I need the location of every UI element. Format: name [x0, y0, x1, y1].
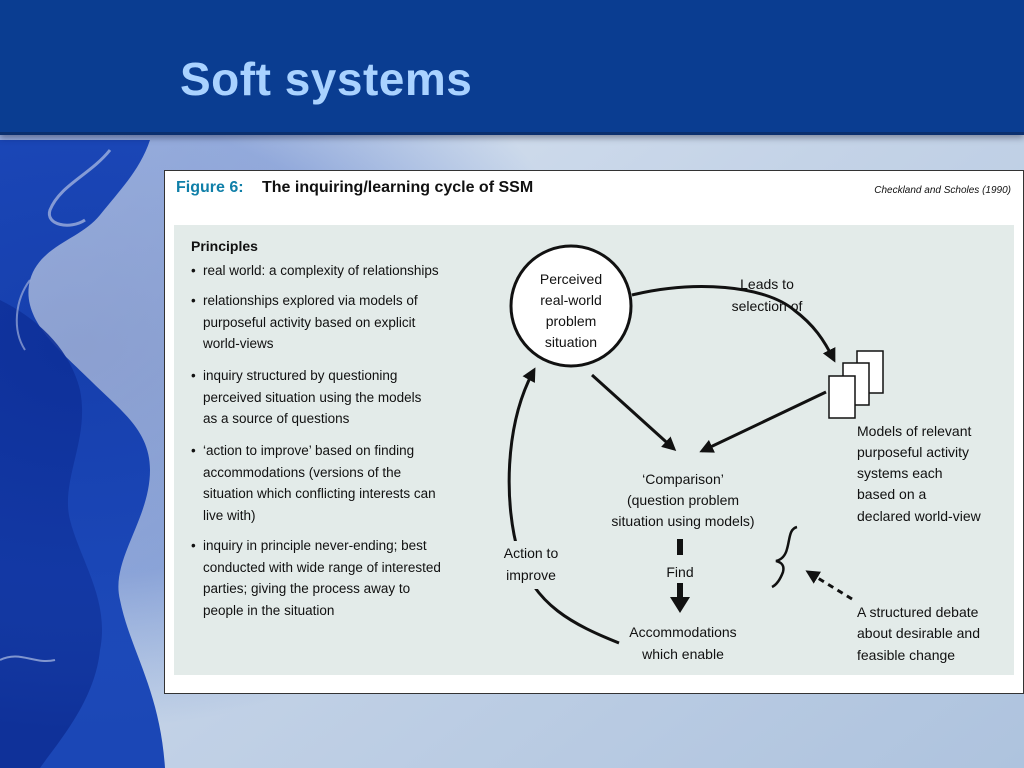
perceived-situation-circle — [509, 244, 633, 368]
figure-body: Principles • real world: a complexity of… — [174, 225, 1014, 675]
principle-line: conducted with wide range of interested — [203, 559, 441, 575]
bullet-mark: • — [191, 538, 196, 553]
principle-line: perceived situation using the models — [203, 389, 422, 405]
principle-item: • relationships explored via models of p… — [191, 290, 481, 355]
principle-line: inquiry structured by questioning — [203, 368, 398, 383]
principle-line: purposeful activity based on explicit — [203, 314, 416, 330]
models-label-line: purposeful activity — [857, 444, 969, 460]
models-label-line: systems each — [857, 465, 943, 481]
find-label: Find — [666, 564, 693, 580]
principle-line: parties; giving the process away to — [203, 581, 411, 596]
figure-header: Figure 6: The inquiring/learning cycle o… — [165, 171, 1023, 223]
comparison-label-line: ‘Comparison’ — [642, 471, 724, 487]
debate-label-line: about desirable and — [857, 625, 980, 641]
ssm-cycle-diagram: Perceived real-world problem situation L… — [494, 244, 982, 663]
figure-caption: The inquiring/learning cycle of SSM — [262, 179, 534, 196]
slide-title: Soft systems — [180, 53, 473, 105]
slide-header: Soft systems — [0, 0, 1024, 135]
figure-panel: Figure 6: The inquiring/learning cycle o… — [164, 170, 1024, 694]
action-label-line: Action to — [504, 545, 559, 561]
action-to-improve-arrow — [507, 367, 620, 645]
circle-to-comparison-arrow — [590, 373, 677, 452]
bullet-mark: • — [191, 443, 196, 458]
principle-line: inquiry in principle never-ending; best — [203, 538, 427, 553]
bullet-mark: • — [191, 293, 196, 308]
principle-line: ‘action to improve’ based on finding — [203, 443, 415, 458]
find-arrow-top — [677, 539, 683, 555]
figure-credit: Checkland and Scholes (1990) — [874, 185, 1011, 196]
action-label-backdrop — [494, 541, 570, 589]
models-stack-icon — [828, 350, 884, 419]
debate-label-line: A structured debate — [857, 604, 979, 620]
find-arrow-shaft — [677, 583, 683, 597]
perceived-label-line: Perceived — [540, 271, 602, 287]
comparison-label-line: (question problem — [627, 492, 739, 508]
leads-to-label-line: Leads to — [740, 276, 794, 292]
find-arrow-head — [670, 597, 690, 613]
principle-item: • real world: a complexity of relationsh… — [191, 260, 481, 282]
bullet-mark: • — [191, 368, 196, 383]
principle-item: • ‘action to improve’ based on finding a… — [191, 440, 481, 526]
perceived-label-line: situation — [545, 334, 597, 350]
accommodations-label-line: which enable — [641, 646, 724, 662]
principle-item: • inquiry structured by questioning perc… — [191, 365, 481, 430]
leads-to-label-line: selection of — [732, 298, 803, 314]
principle-line: accommodations (versions of the — [203, 464, 402, 480]
leads-to-arrow — [631, 285, 836, 363]
principle-line: real world: a complexity of relationship… — [203, 263, 439, 278]
debate-label-line: feasible change — [857, 647, 955, 663]
debate-brace-icon — [771, 525, 798, 589]
principle-line: world-views — [203, 336, 274, 351]
accommodations-label-line: Accommodations — [629, 624, 736, 640]
principles-heading: Principles — [191, 238, 258, 254]
principle-line: people in the situation — [203, 602, 335, 618]
perceived-label-line: real-world — [540, 292, 601, 308]
debate-dashed-arrow — [805, 570, 853, 601]
comparison-label-line: situation using models) — [611, 513, 754, 529]
perceived-label-line: problem — [546, 313, 597, 329]
models-label-line: based on a — [857, 486, 926, 502]
principle-line: live with) — [203, 507, 256, 523]
principle-line: relationships explored via models of — [203, 293, 418, 308]
principle-item: • inquiry in principle never-ending; bes… — [191, 535, 481, 621]
action-label-line: improve — [506, 567, 556, 583]
principle-line: as a source of questions — [203, 411, 350, 426]
models-label-line: declared world-view — [857, 508, 982, 524]
bullet-mark: • — [191, 263, 196, 278]
models-to-comparison-arrow — [699, 390, 827, 453]
models-label-line: Models of relevant — [857, 423, 972, 439]
figure-label: Figure 6: — [176, 179, 244, 196]
principle-line: situation which conflicting interests ca… — [203, 486, 436, 501]
